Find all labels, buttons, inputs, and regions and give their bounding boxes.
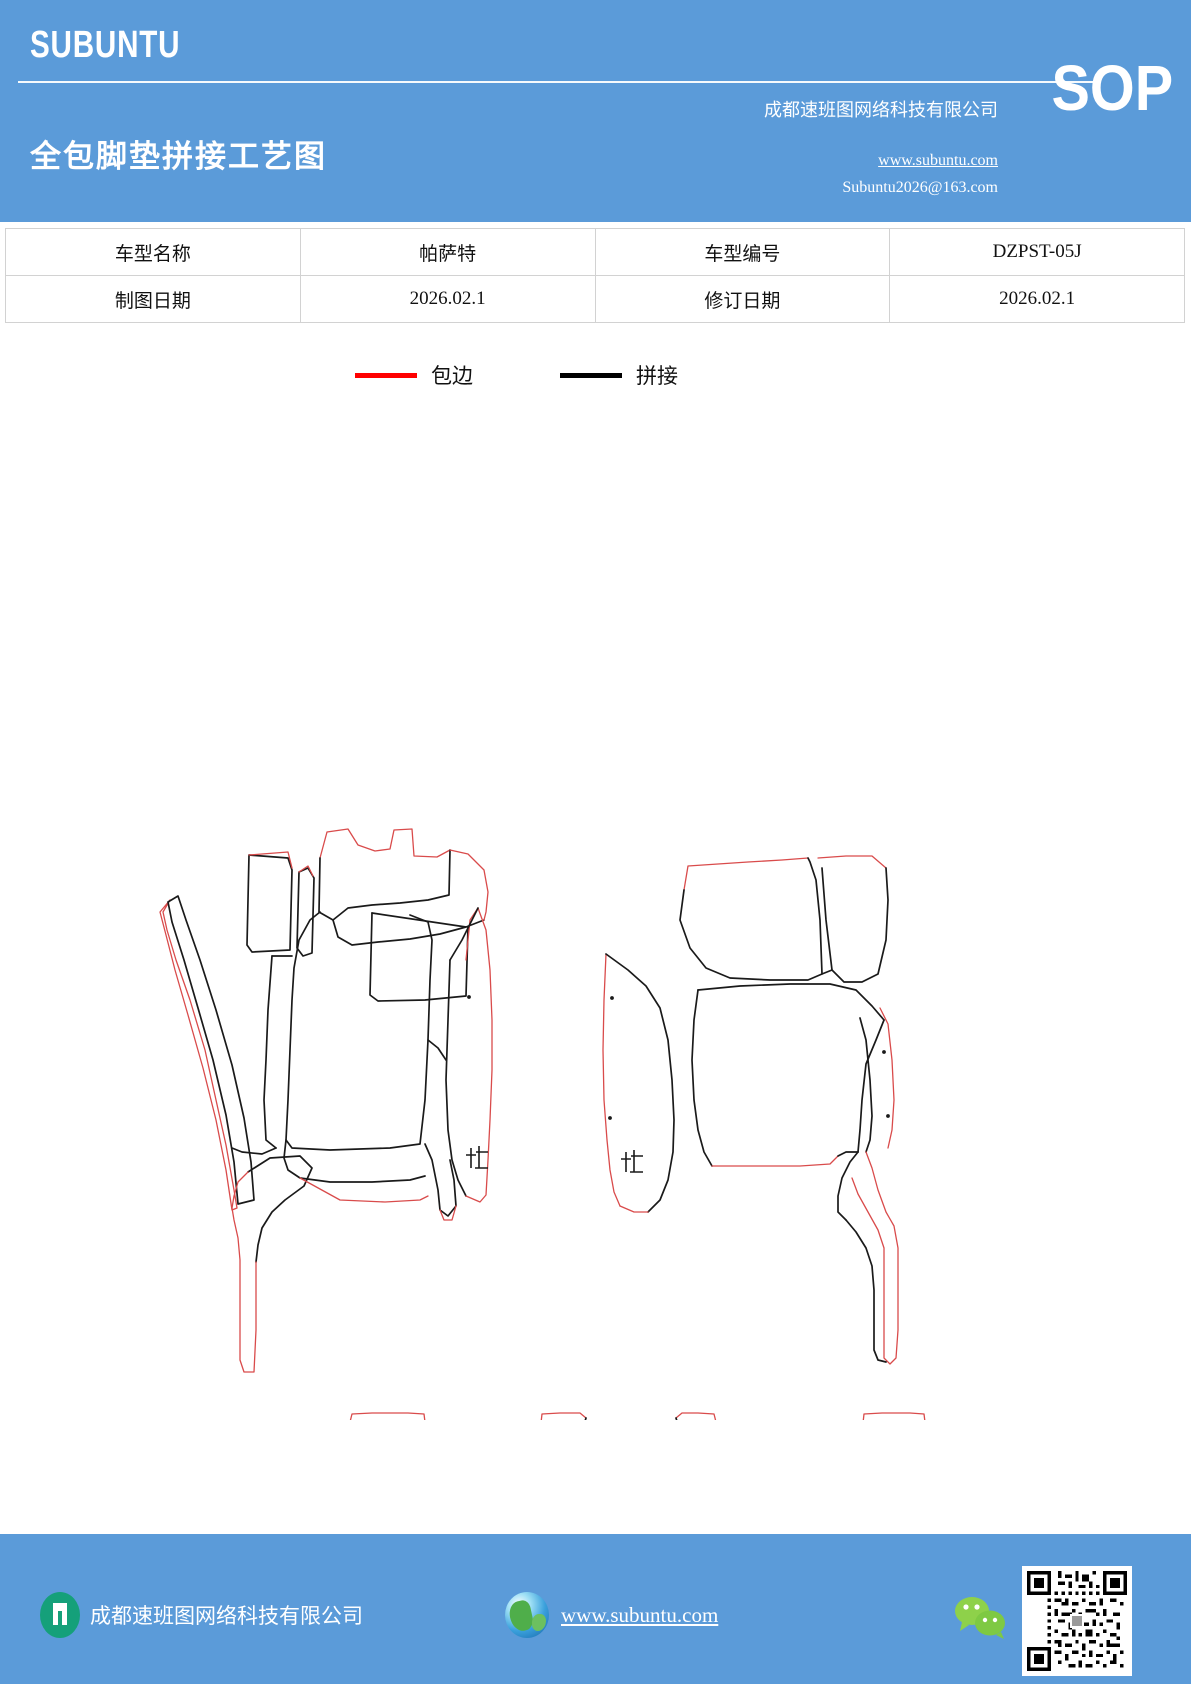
page-footer: 成都速班图网络科技有限公司 www.subuntu.com [0, 1534, 1191, 1684]
legend-label-binding: 包边 [431, 364, 473, 388]
model-code-value: DZPST-05J [889, 228, 1185, 276]
table-row: 制图日期 2026.02.1 修订日期 2026.02.1 [5, 275, 1185, 323]
header-company-name: 成都速班图网络科技有限公司 [764, 100, 998, 120]
draw-date-value: 2026.02.1 [299, 275, 596, 323]
front-right-assembly [602, 855, 899, 1365]
header-website-link[interactable]: www.subuntu.com [878, 152, 998, 169]
revision-date-label: 修订日期 [594, 275, 891, 323]
header-divider [18, 81, 1093, 83]
draw-date-label: 制图日期 [5, 275, 301, 323]
vehicle-info-table: 车型名称 帕萨特 车型编号 DZPST-05J 制图日期 2026.02.1 修… [5, 228, 1185, 323]
header-email: Subuntu2026@163.com [842, 179, 998, 196]
rear-right-assembly [675, 1412, 926, 1420]
legend-item-binding: 包边 [355, 360, 473, 390]
page-title: 全包脚垫拼接工艺图 [30, 139, 327, 174]
model-name-label: 车型名称 [5, 228, 301, 276]
table-row: 车型名称 帕萨特 车型编号 DZPST-05J [5, 228, 1185, 276]
stop-mark-icon [621, 1150, 643, 1173]
model-code-label: 车型编号 [594, 228, 891, 276]
revision-date-value: 2026.02.1 [889, 275, 1185, 323]
seam-line-swatch [560, 372, 622, 378]
legend-item-seam: 拼接 [560, 360, 678, 390]
globe-icon [505, 1592, 549, 1638]
stop-mark-icon [466, 1146, 488, 1169]
qr-code [1022, 1566, 1132, 1676]
drawing-legend: 包边 拼接 [0, 360, 1191, 394]
technical-drawing: .b { fill:none; stroke:#d94b4b; stroke-w… [0, 400, 1191, 1420]
footer-company-name: 成都速班图网络科技有限公司 [90, 1604, 363, 1628]
binding-line-swatch [355, 372, 417, 378]
model-name-value: 帕萨特 [299, 228, 596, 276]
legend-label-seam: 拼接 [636, 364, 678, 388]
building-icon [40, 1592, 80, 1638]
front-left-assembly [159, 828, 493, 1373]
sop-badge: SOP [1051, 52, 1173, 124]
pattern-outline-svg: .b { fill:none; stroke:#d94b4b; stroke-w… [159, 828, 926, 1420]
footer-website-block: www.subuntu.com [505, 1592, 718, 1638]
rear-left-assembly [349, 1412, 587, 1420]
wechat-icon [952, 1594, 1010, 1640]
footer-website-link[interactable]: www.subuntu.com [561, 1602, 719, 1627]
page-header: SUBUNTU 全包脚垫拼接工艺图 SOP 成都速班图网络科技有限公司 www.… [0, 0, 1191, 222]
brand-logo: SUBUNTU [30, 24, 181, 66]
footer-company-block: 成都速班图网络科技有限公司 [40, 1592, 363, 1638]
